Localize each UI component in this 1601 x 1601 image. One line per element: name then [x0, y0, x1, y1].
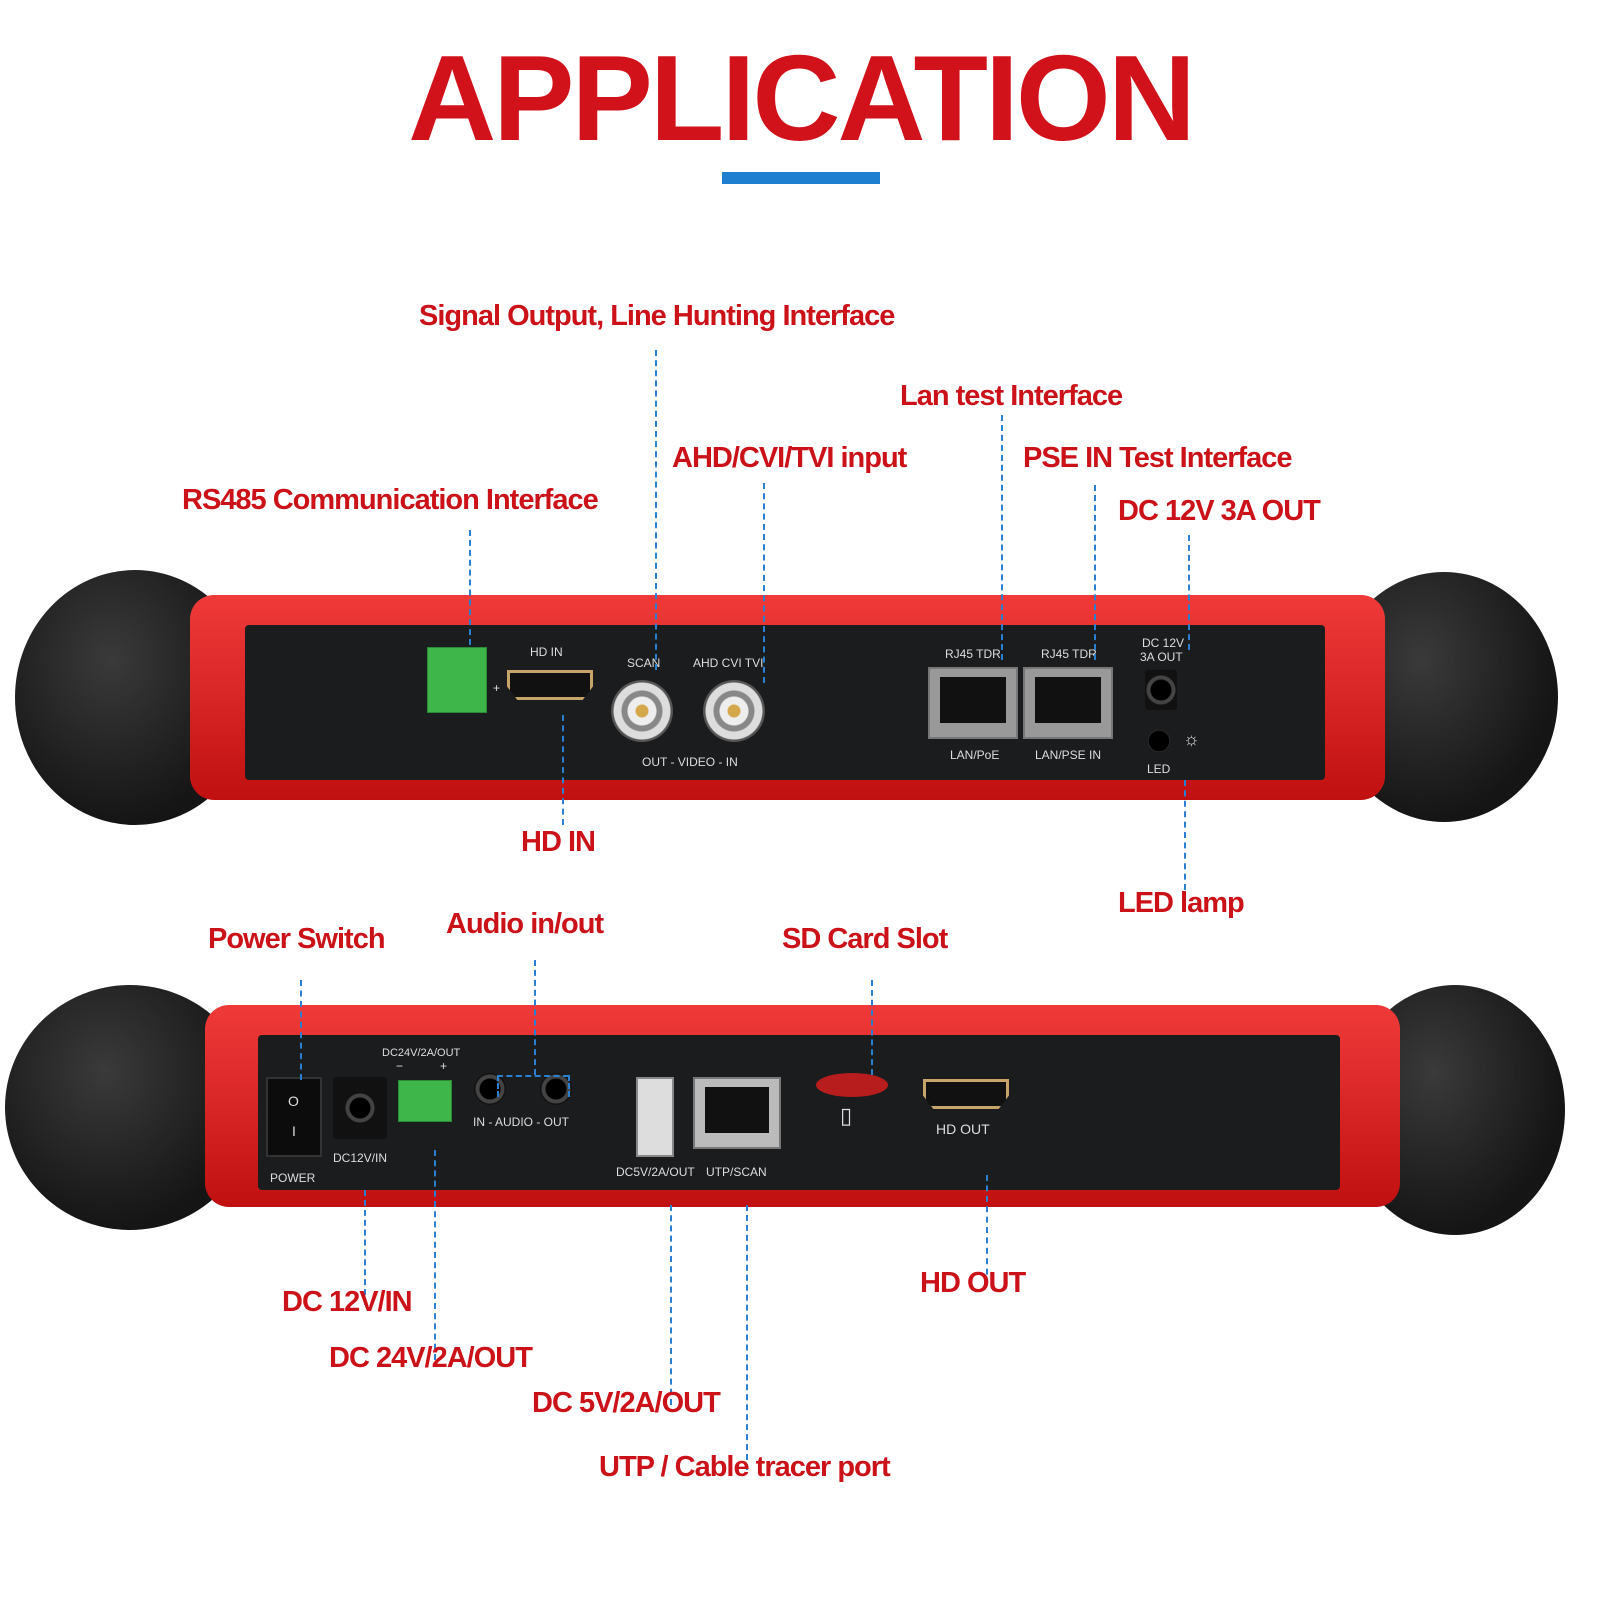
page-title: APPLICATION	[408, 30, 1196, 166]
rs485-terminal	[427, 647, 487, 713]
bnc-out-port	[611, 680, 673, 742]
callout-led-lamp: LED lamp	[1118, 887, 1245, 919]
title-underline	[722, 172, 880, 184]
plus-mark: +	[493, 681, 501, 695]
switch-off-mark: O	[288, 1093, 299, 1109]
callout-dc5-out: DC 5V/2A/OUT	[532, 1387, 721, 1419]
ahd-label: AHD CVI TVI	[693, 656, 764, 670]
callout-signal-output: Signal Output, Line Hunting Interface	[419, 300, 895, 332]
port-panel-bottom: O I POWER DC12V/IN DC24V/2A/OUT − + IN -…	[258, 1035, 1340, 1190]
rj45-label-1: RJ45 TDR	[945, 647, 1001, 661]
port-panel: + HD IN SCAN AHD CVI TVI OUT - VIDEO - I…	[245, 625, 1325, 780]
leader-line	[300, 980, 302, 1080]
video-label: OUT - VIDEO - IN	[642, 755, 738, 769]
sd-card-slot	[816, 1073, 888, 1097]
lan-poe-port	[928, 667, 1018, 739]
leader-line	[670, 1205, 672, 1405]
leader-line	[497, 1075, 499, 1097]
leader-line	[986, 1175, 988, 1285]
callout-lan-test: Lan test Interface	[900, 380, 1123, 412]
leader-line	[364, 1190, 366, 1305]
callout-power-switch: Power Switch	[208, 923, 386, 955]
callout-pse-in: PSE IN Test Interface	[1023, 442, 1293, 474]
led-lamp	[1148, 730, 1170, 752]
callout-dc12-in: DC 12V/IN	[282, 1286, 413, 1318]
leader-bracket	[497, 1075, 569, 1077]
usb-port	[636, 1077, 674, 1157]
hd-out-port	[923, 1079, 1009, 1109]
callout-sd-card: SD Card Slot	[782, 923, 948, 955]
hd-in-port	[507, 670, 593, 700]
plus-mark-bottom: +	[440, 1059, 448, 1073]
leader-line	[871, 980, 873, 1075]
leader-line	[534, 960, 536, 1075]
audio-out-jack	[540, 1073, 572, 1105]
dc-out-label: DC 12V	[1142, 636, 1185, 650]
leader-line	[1001, 415, 1003, 660]
dc24-terminal	[398, 1080, 452, 1122]
dc12-in-label: DC12V/IN	[333, 1151, 388, 1165]
power-label: POWER	[270, 1171, 316, 1185]
leader-line	[655, 350, 657, 670]
scan-label: SCAN	[627, 656, 661, 670]
callout-hd-out: HD OUT	[920, 1267, 1026, 1299]
lightbulb-icon: ☼	[1183, 729, 1200, 749]
dc24-label: DC24V/2A/OUT	[382, 1047, 461, 1059]
leader-line	[1094, 485, 1096, 660]
callout-rs485: RS485 Communication Interface	[182, 484, 599, 516]
callout-dc12-out: DC 12V 3A OUT	[1118, 495, 1321, 527]
dc-out-jack	[1145, 670, 1177, 710]
rj45-label-2: RJ45 TDR	[1041, 647, 1097, 661]
dc5-label: DC5V/2A/OUT	[616, 1165, 695, 1179]
leader-line	[434, 1150, 436, 1360]
dc-out-label-2: 3A OUT	[1140, 650, 1183, 664]
hd-out-label: HD OUT	[936, 1121, 990, 1137]
lan-poe-label: LAN/PoE	[950, 748, 1000, 762]
dc12-in-jack	[333, 1077, 387, 1139]
leader-line	[469, 530, 471, 645]
audio-label: IN - AUDIO - OUT	[473, 1115, 569, 1129]
switch-on-mark: I	[292, 1123, 296, 1139]
callout-hd-in: HD IN	[521, 826, 596, 858]
leader-line	[568, 1075, 570, 1097]
callout-audio: Audio in/out	[446, 908, 604, 940]
callout-dc24-out: DC 24V/2A/OUT	[329, 1342, 533, 1374]
callout-ahd-input: AHD/CVI/TVI input	[672, 442, 907, 474]
callout-utp: UTP / Cable tracer port	[599, 1451, 891, 1483]
power-switch: O I	[266, 1077, 322, 1157]
utp-label: UTP/SCAN	[706, 1165, 767, 1179]
utp-port	[693, 1077, 781, 1149]
audio-in-jack	[474, 1073, 506, 1105]
bnc-in-port	[703, 680, 765, 742]
lan-pse-label: LAN/PSE IN	[1035, 748, 1102, 762]
lan-pse-port	[1023, 667, 1113, 739]
leader-line	[562, 715, 564, 825]
sd-card-icon: ▯	[840, 1103, 853, 1128]
leader-line	[763, 483, 765, 683]
hd-in-label: HD IN	[530, 645, 563, 659]
minus-mark: −	[396, 1059, 404, 1073]
led-label: LED	[1147, 762, 1171, 776]
leader-line	[746, 1205, 748, 1470]
leader-line	[1188, 535, 1190, 650]
leader-line	[1184, 780, 1186, 890]
